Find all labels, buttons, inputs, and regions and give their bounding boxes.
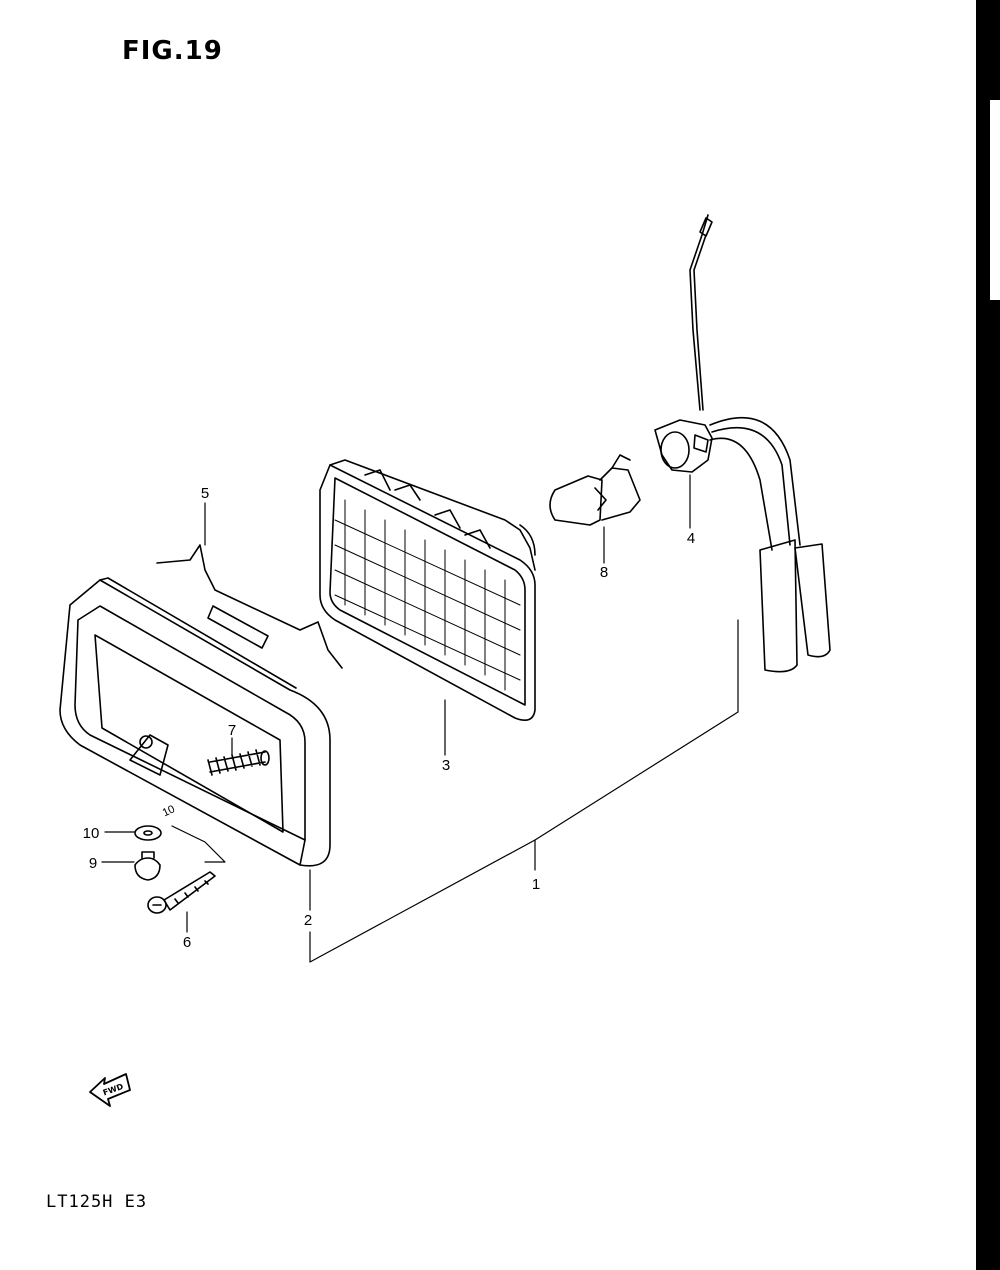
- washer: [134, 825, 162, 841]
- figure-title: FIG.19: [122, 36, 223, 66]
- callout-3: 3: [442, 757, 450, 774]
- callout-9: 9: [89, 855, 97, 872]
- callout-7: 7: [228, 722, 236, 739]
- sealed-beam-unit: [319, 459, 536, 721]
- spring: [207, 749, 270, 776]
- screw: [147, 871, 216, 914]
- bolt: [134, 851, 161, 881]
- wire-clip: [156, 544, 343, 669]
- callout-1: 1: [532, 876, 540, 893]
- bulb: [549, 454, 641, 526]
- callout-10: 10: [83, 825, 100, 842]
- callout-6: 6: [183, 934, 191, 951]
- socket-harness: [654, 214, 831, 673]
- leader-lines: [101, 474, 739, 963]
- page-edge-gap: [990, 100, 1000, 300]
- callout-8: 8: [600, 564, 608, 581]
- housing-mark-10: 10: [161, 803, 177, 819]
- fwd-arrow-icon: [89, 1073, 131, 1107]
- callout-4: 4: [687, 530, 695, 547]
- headlight-housing: [59, 577, 331, 867]
- model-code: LT125H E3: [46, 1192, 148, 1212]
- callout-5: 5: [201, 485, 209, 502]
- callout-2: 2: [304, 912, 312, 929]
